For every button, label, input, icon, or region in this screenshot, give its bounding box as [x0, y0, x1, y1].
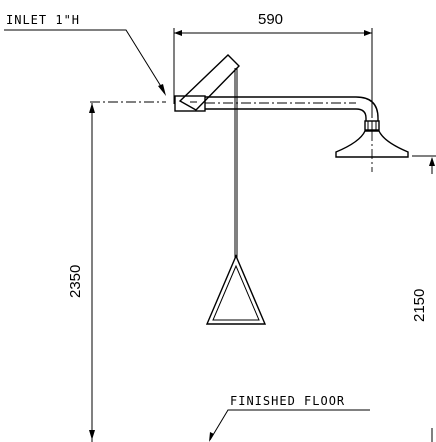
valve-block: [174, 95, 206, 112]
width-dimension: 590: [173, 11, 373, 118]
head-height-arrow-top: [429, 157, 435, 166]
head-height-dimension: 2150: [411, 155, 436, 442]
triangle-handle-inner: [212, 264, 260, 321]
head-dome: [335, 130, 409, 158]
pull-handle: [205, 68, 267, 325]
arm-bend-inner: [355, 108, 367, 119]
width-value: 590: [258, 11, 283, 28]
shower-head: [335, 120, 409, 172]
head-height-value: 2150: [411, 289, 428, 322]
floor-callout: FINISHED FLOOR: [209, 394, 370, 442]
inlet-height-arrow-top: [89, 103, 95, 113]
inlet-leader-arrow: [158, 84, 166, 96]
floor-label: FINISHED FLOOR: [230, 394, 345, 408]
valve-lever: [178, 54, 240, 111]
width-arrow-right: [364, 30, 372, 36]
inlet-leader-line: [4, 29, 163, 89]
width-arrow-left: [174, 30, 182, 36]
lever-arm: [178, 54, 240, 111]
floor-leader-line: [209, 409, 370, 441]
supply-arm: [205, 96, 379, 121]
inlet-height-dimension: 2350: [67, 103, 95, 442]
arm-bend-outer: [355, 96, 379, 119]
inlet-height-value: 2350: [67, 265, 84, 298]
triangle-handle-outer: [205, 254, 267, 325]
inlet-callout: INLET 1"H: [4, 13, 166, 96]
inlet-height-arrow-bottom: [89, 430, 95, 440]
floor-leader-arrow: [209, 432, 214, 442]
inlet-label: INLET 1"H: [6, 13, 80, 27]
valve-body: [174, 95, 206, 112]
